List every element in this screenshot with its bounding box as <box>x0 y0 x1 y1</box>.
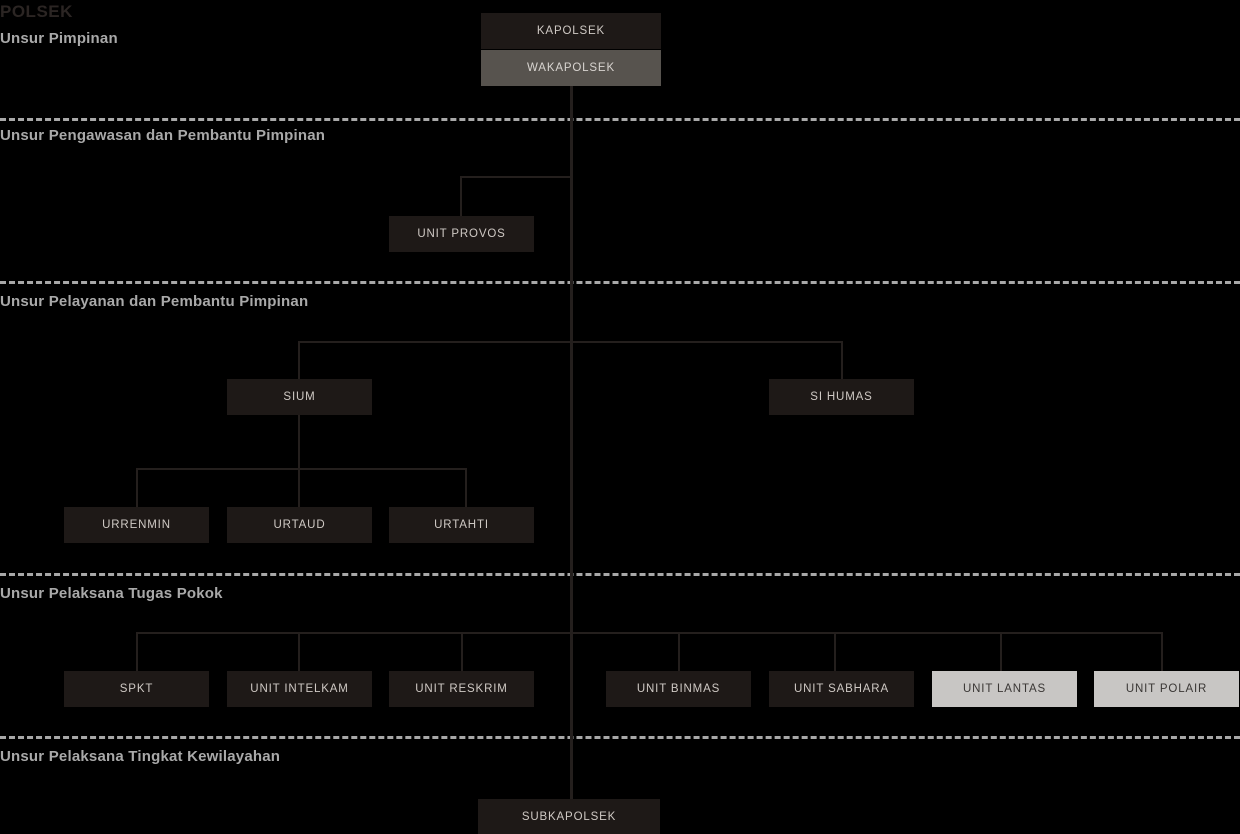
node-unit-intelkam[interactable]: UNIT INTELKAM <box>227 671 372 707</box>
node-urrenmin[interactable]: URRENMIN <box>64 507 209 543</box>
node-unit-provos[interactable]: UNIT PROVOS <box>389 216 534 252</box>
connector-sium-stem <box>298 415 300 508</box>
section-label-3: Unsur Pelaksana Tugas Pokok <box>0 585 223 602</box>
connector-sabhara-drop <box>834 632 836 672</box>
section-divider-3 <box>0 736 1240 739</box>
section-label-0: Unsur Pimpinan <box>0 30 118 47</box>
connector-sium-drop <box>298 341 300 380</box>
connector-urtaud-drop <box>298 468 300 508</box>
node-kapolsek[interactable]: KAPOLSEK <box>481 13 661 49</box>
section-label-2: Unsur Pelayanan dan Pembantu Pimpinan <box>0 293 309 310</box>
connector-intelkam-drop <box>298 632 300 672</box>
node-si-humas[interactable]: SI HUMAS <box>769 379 914 415</box>
node-spkt[interactable]: SPKT <box>64 671 209 707</box>
node-unit-lantas[interactable]: UNIT LANTAS <box>932 671 1077 707</box>
node-unit-sabhara[interactable]: UNIT SABHARA <box>769 671 914 707</box>
connector-urtahti-drop <box>465 468 467 508</box>
section-label-1: Unsur Pengawasan dan Pembantu Pimpinan <box>0 127 326 144</box>
section-label-4: Unsur Pelaksana Tingkat Kewilayahan <box>0 748 281 765</box>
node-unit-reskrim[interactable]: UNIT RESKRIM <box>389 671 534 707</box>
section-divider-1 <box>0 281 1240 284</box>
node-unit-binmas[interactable]: UNIT BINMAS <box>606 671 751 707</box>
connector-urrenmin-drop <box>136 468 138 508</box>
connector-binmas-drop <box>678 632 680 672</box>
node-urtaud[interactable]: URTAUD <box>227 507 372 543</box>
connector-spkt-drop <box>136 632 138 672</box>
connector-polair-drop <box>1161 632 1163 672</box>
section-divider-2 <box>0 573 1240 576</box>
connector-siunit-bar <box>298 341 843 343</box>
node-sium[interactable]: SIUM <box>227 379 372 415</box>
connector-humas-drop <box>841 341 843 380</box>
connector-provos-drop <box>460 176 462 217</box>
trunk-line <box>570 86 573 799</box>
connector-provos-bar <box>460 176 572 178</box>
connector-reskrim-drop <box>461 632 463 672</box>
page-title: POLSEK <box>0 2 73 21</box>
node-unit-polair[interactable]: UNIT POLAIR <box>1094 671 1239 707</box>
connector-pokok-bar <box>136 632 1163 634</box>
connector-ur-bar <box>136 468 467 470</box>
connector-lantas-drop <box>1000 632 1002 672</box>
node-wakapolsek[interactable]: WAKAPOLSEK <box>481 50 661 86</box>
node-subkapolsek[interactable]: SUBKAPOLSEK <box>478 799 660 834</box>
section-divider-0 <box>0 118 1240 121</box>
node-urtahti[interactable]: URTAHTI <box>389 507 534 543</box>
